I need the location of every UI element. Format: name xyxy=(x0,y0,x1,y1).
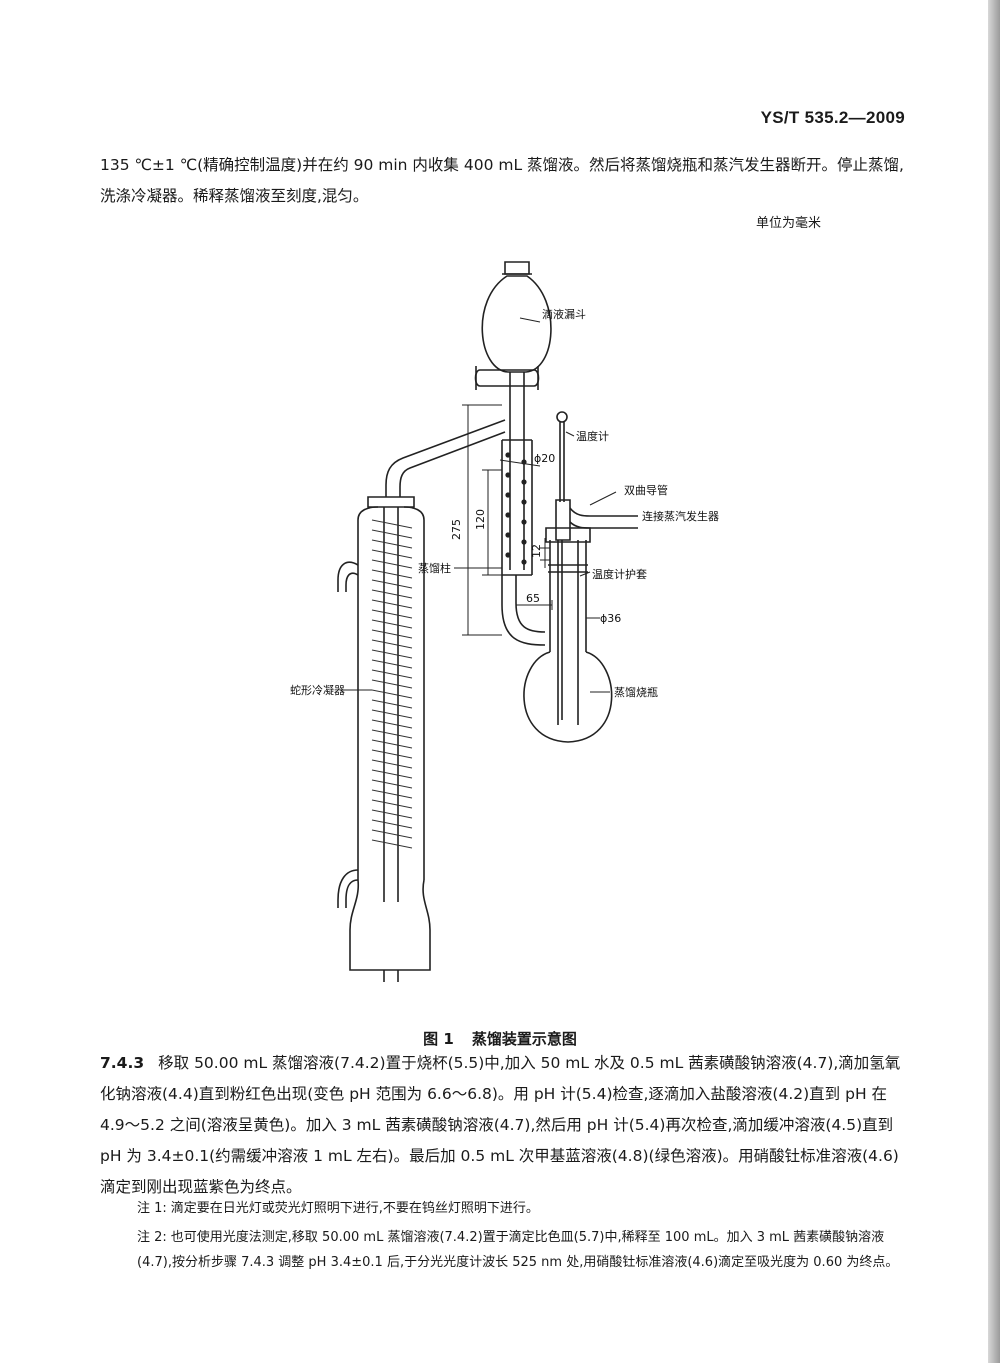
standard-number: YS/T 535.2—2009 xyxy=(760,108,905,127)
page-edge-shadow xyxy=(988,0,1000,1363)
dim-h120: 120 xyxy=(474,509,487,530)
note-label: 注 1: xyxy=(137,1201,167,1216)
paragraph-top: 135 ℃±1 ℃(精确控制温度)并在约 90 min 内收集 400 mL 蒸… xyxy=(100,156,904,205)
label-thermometer-jacket: 温度计护套 xyxy=(592,567,647,581)
figure-caption: 图 1 蒸馏装置示意图 xyxy=(0,1028,1000,1049)
dim-h275: 275 xyxy=(450,519,463,540)
dim-d36: ϕ36 xyxy=(600,612,621,625)
section-number: 7.4.3 xyxy=(100,1054,145,1072)
label-connect-steam-generator: 连接蒸汽发生器 xyxy=(642,509,719,523)
label-condenser: 蛇形冷凝器 xyxy=(290,683,345,697)
dim-w65: 65 xyxy=(526,592,540,605)
note-2: 注 2:也可使用光度法测定,移取 50.00 mL 蒸馏溶液(7.4.2)置于滴… xyxy=(137,1225,912,1275)
note-label: 注 2: xyxy=(137,1230,167,1245)
dim-d20: ϕ20 xyxy=(534,452,555,465)
figure-title: 蒸馏装置示意图 xyxy=(471,1030,577,1048)
label-column: 蒸馏柱 xyxy=(418,561,451,575)
note-text: 滴定要在日光灯或荧光灯照明下进行,不要在钨丝灯照明下进行。 xyxy=(170,1201,539,1216)
note-text: 也可使用光度法测定,移取 50.00 mL 蒸馏溶液(7.4.2)置于滴定比色皿… xyxy=(137,1230,899,1270)
section-text: 移取 50.00 mL 蒸馏溶液(7.4.2)置于烧杯(5.5)中,加入 50 … xyxy=(100,1054,901,1196)
dim-h12: 12 xyxy=(530,544,543,558)
figure-number: 图 1 xyxy=(423,1030,454,1048)
label-thermometer: 温度计 xyxy=(576,429,609,443)
unit-note: 单位为毫米 xyxy=(756,216,822,231)
label-double-bend-tube: 双曲导管 xyxy=(624,483,668,497)
note-1: 注 1:滴定要在日光灯或荧光灯照明下进行,不要在钨丝灯照明下进行。 xyxy=(137,1196,912,1221)
label-funnel: 滴液漏斗 xyxy=(542,307,586,321)
distillation-apparatus-figure: 滴液漏斗 温度计 双曲导管 连接蒸汽发生器 蒸馏柱 温度计护套 蒸馏烧瓶 蛇形冷… xyxy=(290,261,719,982)
label-flask: 蒸馏烧瓶 xyxy=(614,685,658,699)
